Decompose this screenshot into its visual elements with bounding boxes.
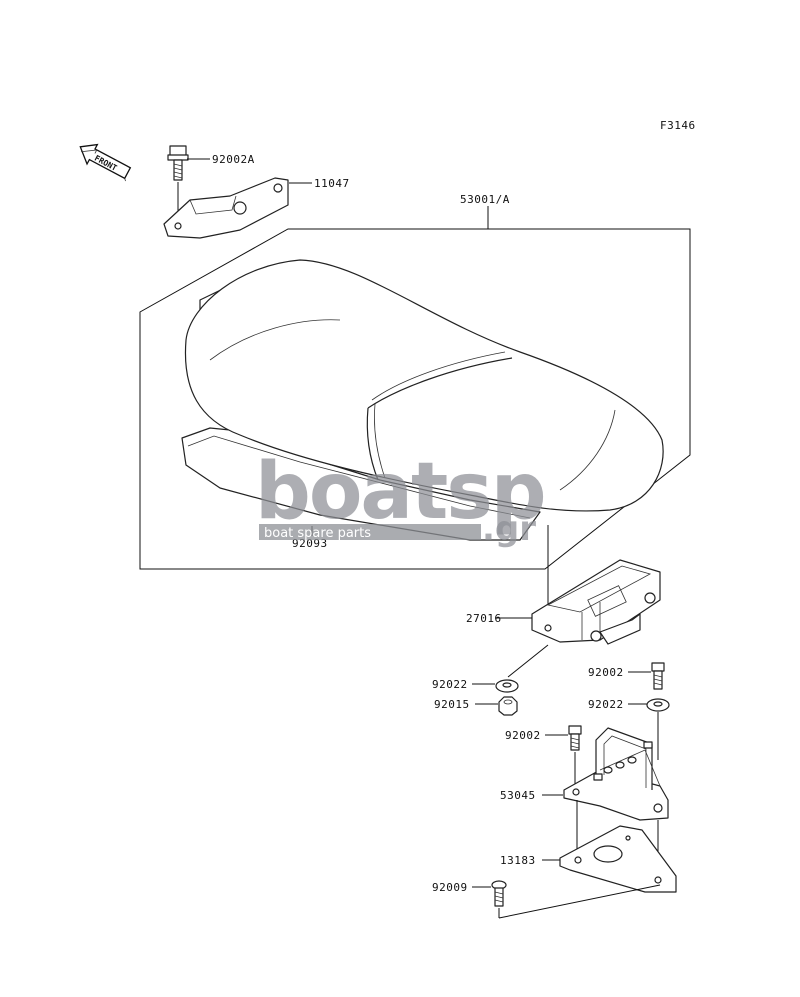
watermark-brand: boatsp xyxy=(255,447,545,537)
assembly-line-screw-plate xyxy=(498,884,661,919)
part-label-92002a: 92002A xyxy=(212,153,255,166)
part-label-92015: 92015 xyxy=(434,698,470,711)
part-label-92093: 92093 xyxy=(292,537,328,550)
watermark-domain: .gr xyxy=(482,509,536,549)
latch-27016-icon xyxy=(531,559,661,645)
front-arrow-icon: FRONT xyxy=(79,143,132,182)
washer-92022-icon xyxy=(495,679,519,693)
watermark-tagline: boat spare parts xyxy=(264,526,371,541)
watermark-tagline-bar xyxy=(259,524,481,540)
part-label-92002-right: 92002 xyxy=(588,666,624,679)
part-label-53001a: 53001/A xyxy=(460,193,510,206)
washer-92022-right-icon xyxy=(646,698,670,712)
bolt-92002a-icon xyxy=(167,145,189,181)
part-label-92022-left: 92022 xyxy=(432,678,468,691)
seat-assembly-frame xyxy=(139,228,691,570)
watermark-logo: boatsp boat spare parts .gr xyxy=(255,447,547,549)
part-label-92022-right: 92022 xyxy=(588,698,624,711)
screw-92009-icon xyxy=(491,880,507,907)
bolt-92002-right-icon xyxy=(651,662,665,690)
nut-92015-icon xyxy=(498,696,518,716)
bracket-53045-icon xyxy=(563,727,669,821)
bracket-11047-icon xyxy=(163,177,289,239)
part-label-27016: 27016 xyxy=(466,612,502,625)
seat-53001a-icon xyxy=(181,259,664,541)
assembly-line-latch-washer xyxy=(507,644,549,678)
part-label-92002-middle: 92002 xyxy=(505,729,541,742)
part-label-92009: 92009 xyxy=(432,881,468,894)
part-label-53045: 53045 xyxy=(500,789,536,802)
part-label-13183: 13183 xyxy=(500,854,536,867)
part-label-11047: 11047 xyxy=(314,177,350,190)
bolt-92002-middle-icon xyxy=(568,725,582,751)
figure-code: F3146 xyxy=(660,119,696,132)
plate-13183-icon xyxy=(559,825,677,893)
